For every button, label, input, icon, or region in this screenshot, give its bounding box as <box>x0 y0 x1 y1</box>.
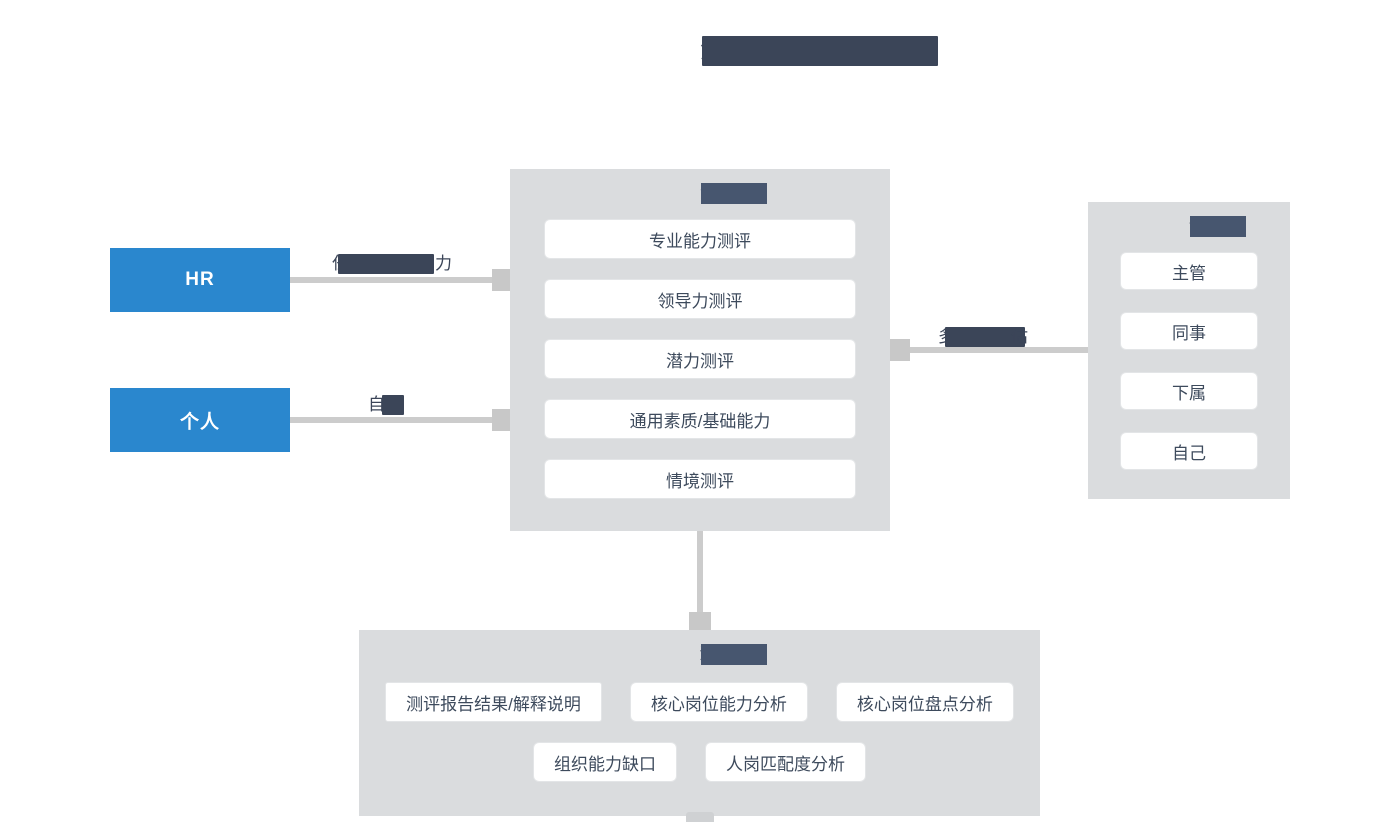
output-panel-header-redaction <box>700 644 767 665</box>
assessment-item-situational-label: 情境测评 <box>666 471 734 491</box>
assessment-item-professional-label: 专业能力测评 <box>649 231 751 251</box>
connector-raters-arrowhead <box>888 339 910 361</box>
output-panel: 测 测评报告结果/解释说明 核心岗位能力分析 核心岗位盘点分析 组织能力缺口 人… <box>359 630 1040 816</box>
raters-panel-header-redaction <box>1190 216 1246 237</box>
output-chip-org-capability-gap[interactable]: 组织能力缺口 <box>533 742 677 782</box>
rater-item-self-label: 自己 <box>1172 443 1206 463</box>
assessment-panel-header-redaction <box>701 183 767 204</box>
page-title: 测 <box>0 36 1400 71</box>
source-box-individual-label: 个人 <box>179 411 220 433</box>
connector-raters-line <box>896 347 1100 353</box>
connector-individual-label-prefix: 自 <box>368 395 385 414</box>
assessment-item-potential[interactable]: 潜力测评 <box>544 339 856 379</box>
assessment-item-leadership-label: 领导力测评 <box>657 291 743 311</box>
assessment-item-list: 专业能力测评 领导力测评 潜力测评 通用素质/基础能力 情境测评 <box>510 219 890 499</box>
connector-hr-label-suffix: 力 <box>435 254 452 273</box>
assessment-panel-header: 测 <box>510 183 890 209</box>
output-chip-core-role-inventory-label: 核心岗位盘点分析 <box>856 694 993 714</box>
output-panel-header: 测 <box>359 644 1040 670</box>
connector-hr-arrowhead <box>492 269 514 291</box>
connector-hr-line <box>290 277 502 283</box>
assessment-item-leadership[interactable]: 领导力测评 <box>544 279 856 319</box>
source-box-hr-label: HR <box>185 269 215 290</box>
assessment-item-situational[interactable]: 情境测评 <box>544 459 856 499</box>
assessment-item-general-competency[interactable]: 通用素质/基础能力 <box>544 399 856 439</box>
output-chip-person-role-fit[interactable]: 人岗匹配度分析 <box>705 742 866 782</box>
connector-individual-line <box>290 417 502 423</box>
connector-individual-arrowhead <box>492 409 514 431</box>
output-chip-core-role-competency[interactable]: 核心岗位能力分析 <box>629 682 808 722</box>
rater-item-subordinate-label: 下属 <box>1172 383 1206 403</box>
connector-raters-label-redaction <box>945 327 1025 347</box>
rater-item-subordinate[interactable]: 下属 <box>1120 372 1258 410</box>
assessment-item-general-competency-label: 通用素质/基础能力 <box>629 411 771 431</box>
assessment-panel: 测 专业能力测评 领导力测评 潜力测评 通用素质/基础能力 情境测评 <box>510 169 890 531</box>
clipped-bottom-element <box>686 812 714 822</box>
source-box-individual[interactable]: 个人 <box>110 388 290 452</box>
connector-output-arrowhead <box>689 612 711 630</box>
rater-item-self[interactable]: 自己 <box>1120 432 1258 470</box>
assessment-item-potential-label: 潜力测评 <box>666 351 734 371</box>
output-chip-org-capability-gap-label: 组织能力缺口 <box>554 754 656 774</box>
assessment-item-professional[interactable]: 专业能力测评 <box>544 219 856 259</box>
output-chip-report-interpretation-label: 测评报告结果/解释说明 <box>406 694 581 714</box>
connector-raters-label-suffix: 估 <box>1011 327 1028 346</box>
rater-item-supervisor[interactable]: 主管 <box>1120 252 1258 290</box>
page-title-redaction <box>702 36 938 66</box>
rater-item-peer[interactable]: 同事 <box>1120 312 1258 350</box>
output-chip-row-secondary: 组织能力缺口 人岗匹配度分析 <box>359 742 1040 782</box>
raters-item-list: 主管 同事 下属 自己 <box>1088 252 1290 470</box>
connector-hr-label-redaction <box>338 254 434 274</box>
source-box-hr[interactable]: HR <box>110 248 290 312</box>
connector-individual-label-redaction <box>382 395 404 415</box>
output-chip-core-role-competency-label: 核心岗位能力分析 <box>650 694 787 714</box>
raters-panel: 评 主管 同事 下属 自己 <box>1088 202 1290 499</box>
output-chip-person-role-fit-label: 人岗匹配度分析 <box>726 754 845 774</box>
rater-item-supervisor-label: 主管 <box>1172 263 1206 283</box>
connector-output-line <box>697 531 703 629</box>
raters-panel-header: 评 <box>1088 216 1290 242</box>
output-chip-core-role-inventory[interactable]: 核心岗位盘点分析 <box>835 682 1014 722</box>
output-chip-report-interpretation[interactable]: 测评报告结果/解释说明 <box>385 682 602 722</box>
rater-item-peer-label: 同事 <box>1172 323 1206 343</box>
output-chip-row-primary: 测评报告结果/解释说明 核心岗位能力分析 核心岗位盘点分析 <box>359 682 1040 722</box>
